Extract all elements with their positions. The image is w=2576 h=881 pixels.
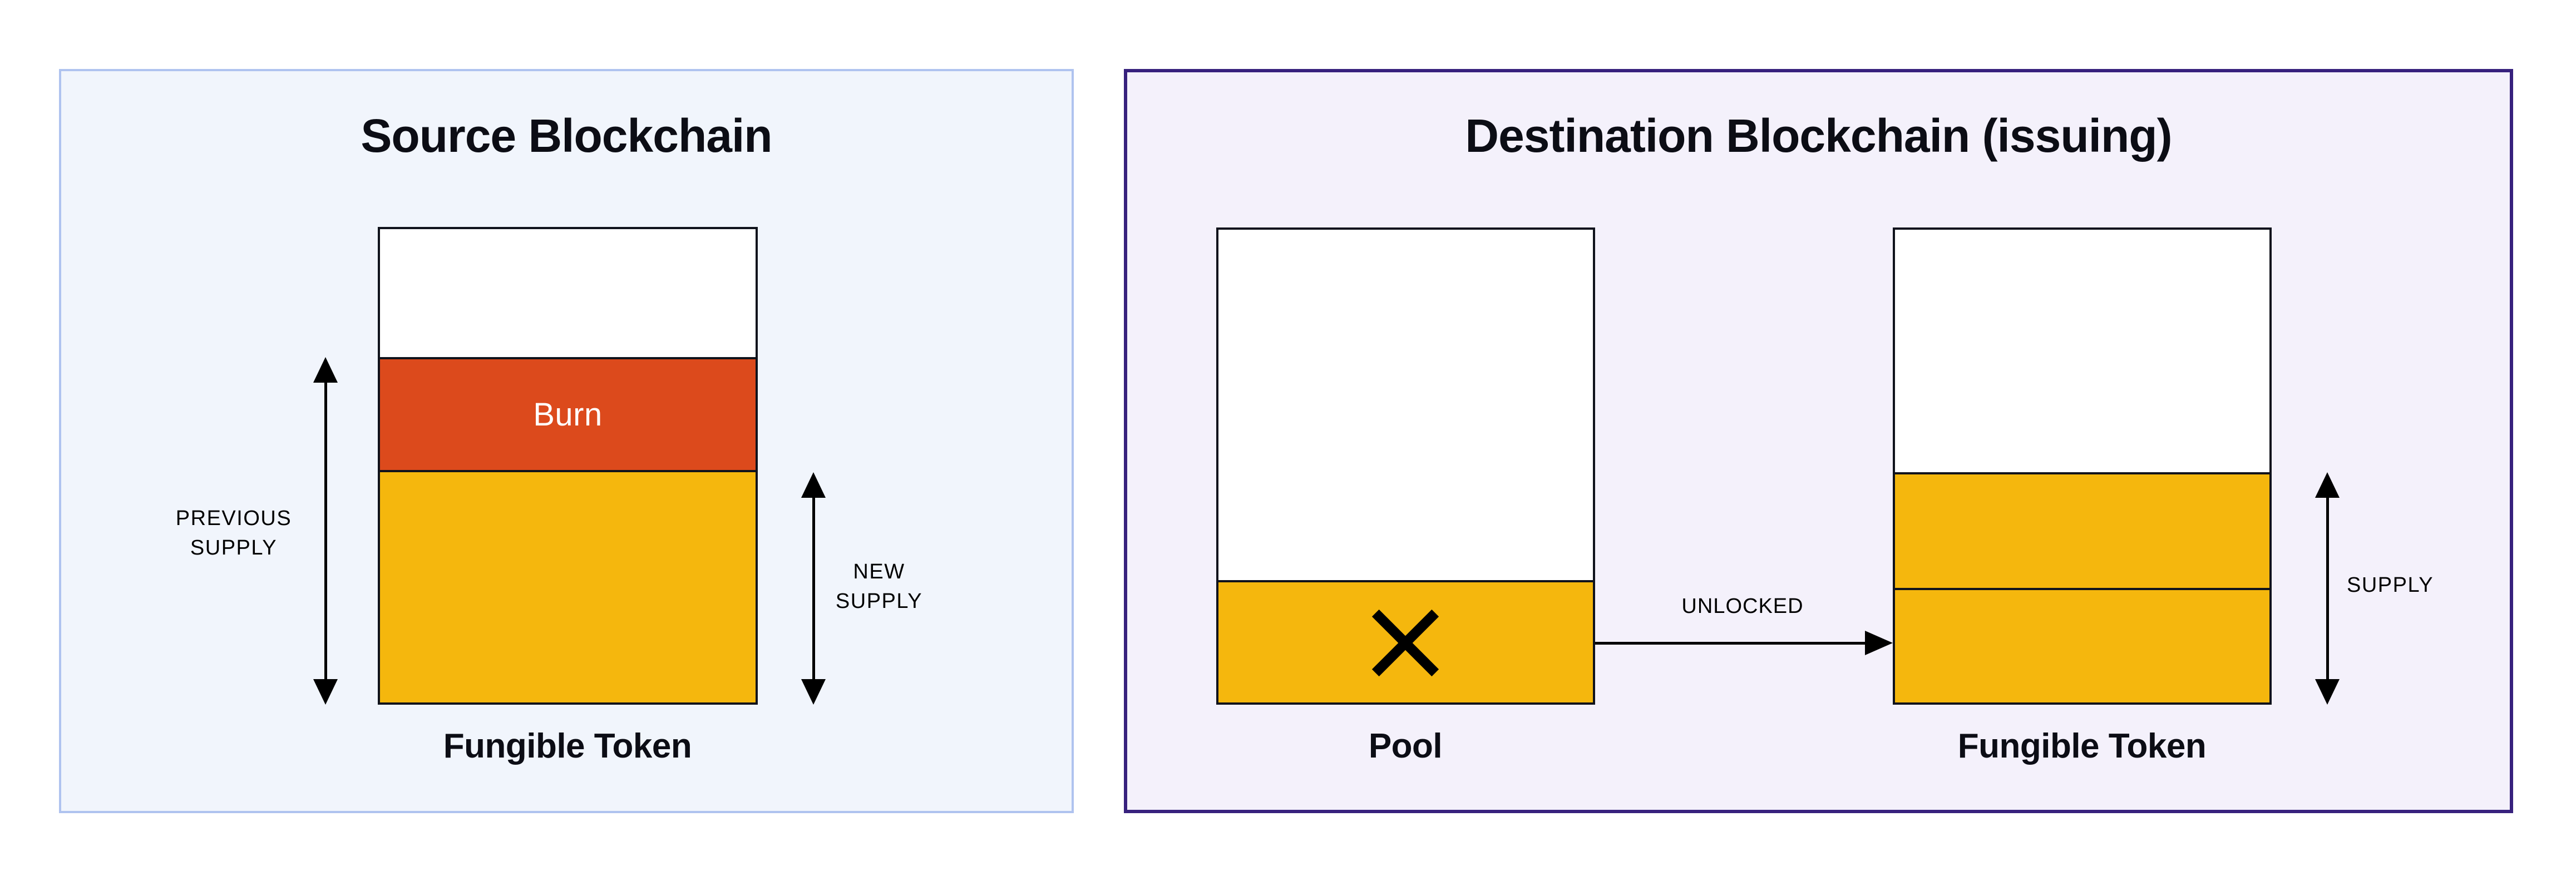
- destination-panel-title: Destination Blockchain (issuing): [1465, 110, 2172, 162]
- arrow-up-head-icon: [801, 472, 826, 498]
- cancel-x-icon: [1371, 609, 1439, 677]
- arrow-up-head-icon: [2315, 472, 2340, 498]
- destination-bar-existing-segment: [1895, 472, 2269, 588]
- previous-supply-label: PREVIOUS SUPPLY: [175, 507, 292, 560]
- pool-bar-empty-segment: [1218, 230, 1593, 580]
- arrow-line: [324, 383, 327, 679]
- destination-bar-empty-segment: [1895, 230, 2269, 472]
- arrow-line: [2326, 498, 2329, 679]
- destination-bar-caption: Fungible Token: [1957, 727, 2207, 765]
- source-bar-caption: Fungible Token: [443, 727, 692, 765]
- destination-token-bar: [1893, 227, 2272, 705]
- source-bar-supply-segment: [380, 472, 756, 702]
- source-bar-empty-segment: [380, 229, 756, 357]
- arrow-up-head-icon: [313, 357, 338, 383]
- source-bar-burn-segment: Burn: [380, 357, 756, 472]
- new-supply-arrow: [801, 472, 826, 705]
- unlocked-arrow: [1595, 631, 1893, 655]
- supply-arrow: [2315, 472, 2340, 705]
- new-supply-label: NEW SUPPLY: [835, 560, 923, 613]
- pool-bar-caption: Pool: [1368, 727, 1443, 765]
- destination-bar-unlocked-segment: [1895, 588, 2269, 702]
- burn-label: Burn: [533, 397, 603, 433]
- arrow-down-head-icon: [313, 679, 338, 705]
- supply-label: SUPPLY: [2347, 573, 2434, 597]
- arrow-right-head-icon: [1865, 631, 1893, 655]
- source-panel-title: Source Blockchain: [361, 110, 772, 162]
- arrow-line: [812, 498, 815, 679]
- source-token-bar: Burn: [378, 227, 758, 705]
- arrow-down-head-icon: [2315, 679, 2340, 705]
- arrow-down-head-icon: [801, 679, 826, 705]
- unlocked-label: UNLOCKED: [1681, 595, 1804, 618]
- previous-supply-arrow: [313, 357, 338, 705]
- arrow-line: [1595, 641, 1865, 645]
